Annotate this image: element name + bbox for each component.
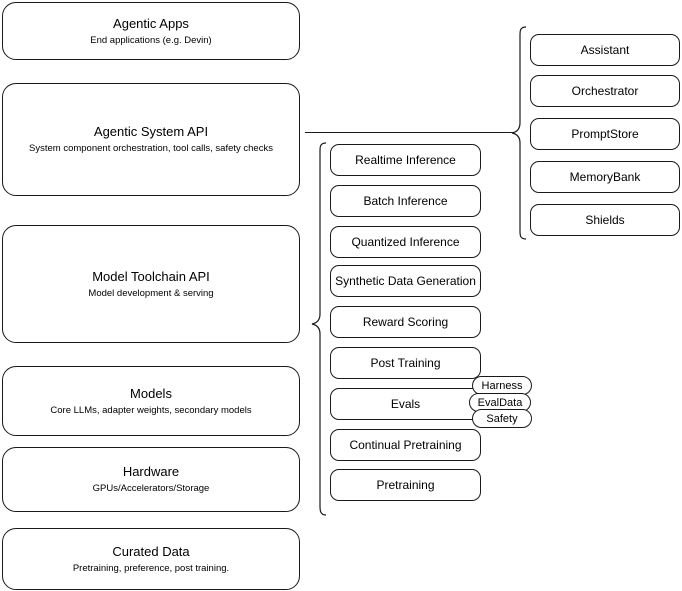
- layer-hardware[interactable]: Hardware GPUs/Accelerators/Storage: [2, 447, 300, 512]
- pill-label: Harness: [481, 379, 523, 392]
- chip-label: Batch Inference: [363, 194, 448, 208]
- system-components-brace: [511, 26, 527, 240]
- capability-batch-inference[interactable]: Batch Inference: [330, 185, 481, 217]
- layer-title: Hardware: [122, 464, 180, 479]
- chip-label: Assistant: [580, 43, 630, 57]
- layer-title: Agentic Apps: [113, 15, 189, 31]
- capability-evals[interactable]: Evals: [330, 388, 481, 420]
- chip-label: Orchestrator: [571, 84, 639, 98]
- capability-reward-scoring[interactable]: Reward Scoring: [330, 306, 481, 338]
- capability-continual-pretraining[interactable]: Continual Pretraining: [330, 429, 481, 461]
- chip-label: Post Training: [370, 356, 441, 370]
- layer-subtitle: End applications (e.g. Devin): [90, 34, 212, 46]
- layer-curated-data[interactable]: Curated Data Pretraining, preference, po…: [2, 528, 300, 590]
- capability-quantized-inference[interactable]: Quantized Inference: [330, 226, 481, 258]
- component-promptstore[interactable]: PromptStore: [530, 118, 680, 150]
- chip-label: Shields: [585, 213, 625, 227]
- layer-agentic-apps[interactable]: Agentic Apps End applications (e.g. Devi…: [2, 2, 300, 60]
- chip-label: Evals: [390, 397, 421, 411]
- eval-badge-evaldata[interactable]: EvalData: [469, 393, 531, 412]
- chip-label: Pretraining: [376, 478, 435, 492]
- capability-post-training[interactable]: Post Training: [330, 347, 481, 379]
- chip-label: Reward Scoring: [362, 315, 449, 329]
- layer-title: Curated Data: [112, 543, 190, 559]
- toolchain-capabilities-brace: [311, 142, 327, 516]
- component-assistant[interactable]: Assistant: [530, 34, 680, 66]
- chip-label: Realtime Inference: [355, 153, 456, 167]
- eval-badge-safety[interactable]: Safety: [472, 409, 532, 428]
- layer-title: Agentic System API: [93, 124, 209, 139]
- layer-title: Model Toolchain API: [92, 268, 210, 284]
- system-api-connector-line: [305, 132, 514, 133]
- layer-subtitle: Pretraining, preference, post training.: [72, 562, 230, 574]
- component-memorybank[interactable]: MemoryBank: [530, 161, 680, 193]
- chip-label: Quantized Inference: [351, 235, 460, 249]
- layer-models[interactable]: Models Core LLMs, adapter weights, secon…: [2, 366, 300, 436]
- layer-subtitle: Model development & serving: [88, 287, 214, 299]
- layer-model-toolchain-api[interactable]: Model Toolchain API Model development & …: [2, 225, 300, 343]
- layer-title: Models: [130, 385, 172, 401]
- pill-label: Safety: [486, 412, 518, 425]
- capability-realtime-inference[interactable]: Realtime Inference: [330, 144, 481, 176]
- chip-label: MemoryBank: [569, 170, 641, 184]
- chip-label: PromptStore: [571, 127, 639, 141]
- capability-pretraining[interactable]: Pretraining: [330, 469, 481, 501]
- layer-subtitle: GPUs/Accelerators/Storage: [92, 483, 210, 494]
- layer-subtitle: Core LLMs, adapter weights, secondary mo…: [50, 404, 252, 416]
- capability-synthetic-data-generation[interactable]: Synthetic Data Generation: [330, 265, 481, 297]
- chip-label: Continual Pretraining: [349, 438, 462, 452]
- component-orchestrator[interactable]: Orchestrator: [530, 75, 680, 107]
- component-shields[interactable]: Shields: [530, 204, 680, 236]
- layer-agentic-system-api[interactable]: Agentic System API System component orch…: [2, 83, 300, 196]
- pill-label: EvalData: [477, 396, 523, 409]
- layer-subtitle: System component orchestration, tool cal…: [29, 143, 273, 154]
- chip-label: Synthetic Data Generation: [335, 274, 476, 288]
